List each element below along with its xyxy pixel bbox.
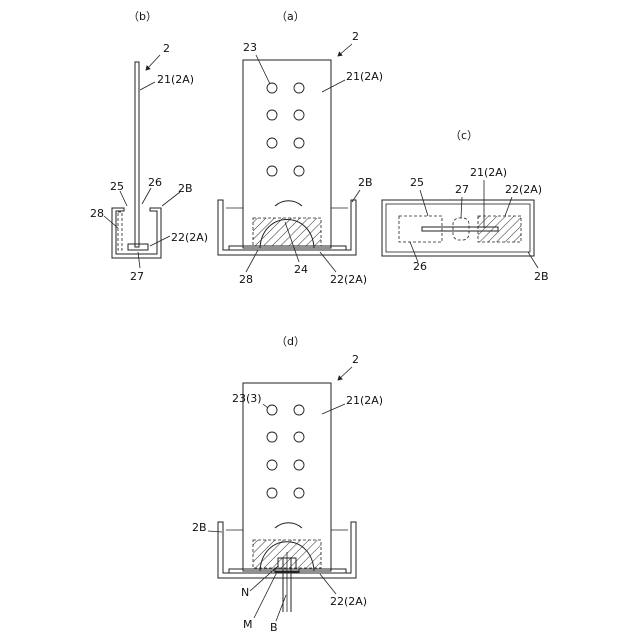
hole (294, 83, 304, 93)
view-a-base-right-label: 22(2A) (330, 273, 367, 286)
view-b-title: （b） (128, 10, 157, 23)
view-d-leader-plate (322, 404, 345, 414)
view-d: （d） 2 23(3) (192, 335, 383, 634)
view-c-left-block (399, 216, 442, 242)
view-b-side-label: 28 (90, 207, 104, 220)
view-d-leader-washer (254, 572, 277, 618)
hole (267, 110, 277, 120)
view-d-leader-holes (263, 404, 268, 408)
view-b-lip-label: 25 (110, 180, 124, 193)
view-c: （c） 25 27 21(2A) 22(2A) 26 2B (382, 129, 549, 283)
view-b-leader-base (150, 236, 170, 246)
view-d-holes-label: 23(3) (232, 392, 262, 405)
hole (294, 166, 304, 176)
view-c-title: （c） (450, 129, 478, 142)
view-d-leader-bolt (276, 595, 286, 621)
view-b: （b） 2 21(2A) 25 26 2B 28 22(2A) 27 (90, 10, 208, 283)
hole (267, 432, 277, 442)
hole (267, 83, 277, 93)
view-a-weld-label: 24 (294, 263, 308, 276)
hole (267, 138, 277, 148)
hole (267, 488, 277, 498)
view-a-leader-holes (256, 55, 270, 84)
view-a-ref-label: 2 (352, 30, 359, 43)
view-b-inner-dashed (118, 212, 122, 250)
view-c-bracket-label: 2B (534, 270, 549, 283)
view-d-holes (267, 405, 304, 498)
view-a-leader-base-left (246, 250, 258, 272)
hole (294, 138, 304, 148)
view-a-leader-plate (322, 80, 345, 92)
view-d-ref-label: 2 (352, 353, 359, 366)
view-a: （a） 2 23 21(2A) 2B (218, 10, 383, 286)
hole (294, 460, 304, 470)
view-a-title: （a） (276, 10, 305, 23)
view-a-bracket-label: 2B (358, 176, 373, 189)
hole (294, 488, 304, 498)
view-b-bottom-label: 27 (130, 270, 144, 283)
view-d-weld-cap (275, 523, 302, 528)
view-d-title: （d） (276, 335, 305, 348)
view-b-leader-center (142, 188, 151, 204)
hole (267, 166, 277, 176)
view-a-weld-cap (275, 201, 302, 206)
view-c-right-block (478, 216, 521, 242)
view-a-holes (267, 83, 304, 176)
view-b-plate-label: 21(2A) (157, 73, 194, 86)
hole (267, 460, 277, 470)
hole (294, 110, 304, 120)
view-b-ref-arrow (146, 55, 160, 70)
view-b-center-label: 26 (148, 176, 162, 189)
hole (294, 405, 304, 415)
view-d-plate-label: 21(2A) (346, 394, 383, 407)
view-b-vertical-plate (135, 62, 139, 247)
view-d-leader-base (320, 574, 336, 594)
view-b-base-label: 22(2A) (171, 231, 208, 244)
view-c-center-block (453, 218, 469, 240)
view-a-base-left-label: 28 (239, 273, 253, 286)
view-b-ref-label: 2 (163, 42, 170, 55)
view-d-leader-bracket (208, 531, 222, 532)
view-d-bolt-label: B (270, 621, 278, 634)
view-a-hatched-region (253, 218, 321, 246)
view-b-leader-plate (140, 82, 155, 90)
view-a-holes-label: 23 (243, 41, 257, 54)
hole (267, 405, 277, 415)
view-b-leader-lip (120, 191, 127, 206)
view-a-ref-arrow (338, 44, 352, 56)
view-d-nut-label: N (241, 586, 249, 599)
view-c-center-label: 27 (455, 183, 469, 196)
view-c-lower-label: 26 (413, 260, 427, 273)
view-c-leader-bracket (528, 252, 538, 268)
view-d-washer-label: M (243, 618, 253, 631)
view-c-leader-left (420, 190, 428, 216)
view-c-plate-label: 21(2A) (470, 166, 507, 179)
view-d-ref-arrow (338, 367, 352, 380)
view-a-plate-label: 21(2A) (346, 70, 383, 83)
view-c-left-label: 25 (410, 176, 424, 189)
view-d-bracket-label: 2B (192, 521, 207, 534)
view-d-base-label: 22(2A) (330, 595, 367, 608)
view-b-bracket-label: 2B (178, 182, 193, 195)
hole (294, 432, 304, 442)
view-c-right-label: 22(2A) (505, 183, 542, 196)
